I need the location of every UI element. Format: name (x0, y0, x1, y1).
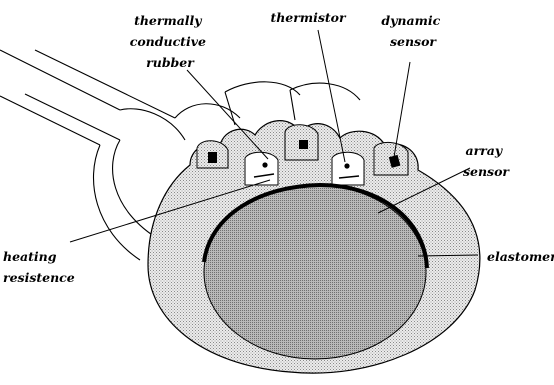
tube-line-4 (25, 94, 120, 140)
pad-4 (332, 152, 364, 185)
tube-edge-2 (290, 90, 295, 120)
pad-2 (245, 152, 278, 185)
tube-front-left (93, 145, 140, 260)
label-dynamic-sensor: dynamic sensor (381, 13, 444, 49)
leader-dynamic (394, 62, 410, 157)
dynamic-sensor-element-2 (299, 140, 308, 149)
label-heating-resistence: heating resistence (3, 249, 75, 285)
label-array-sensor: array sensor (463, 143, 510, 179)
label-thermally-conductive-rubber: thermally conductive rubber (130, 13, 211, 70)
tube-top-3 (225, 82, 300, 95)
tube-line-2 (0, 96, 100, 145)
dynamic-sensor-element-1 (208, 152, 217, 163)
tube-line-1 (0, 50, 120, 110)
label-elastomer: elastomer (487, 249, 554, 264)
thermistor-element-1 (262, 162, 267, 167)
label-thermistor: thermistor (270, 10, 347, 25)
tube-top-1 (120, 109, 185, 140)
tube-top-4 (290, 83, 360, 100)
thermistor-element-2 (344, 163, 349, 168)
